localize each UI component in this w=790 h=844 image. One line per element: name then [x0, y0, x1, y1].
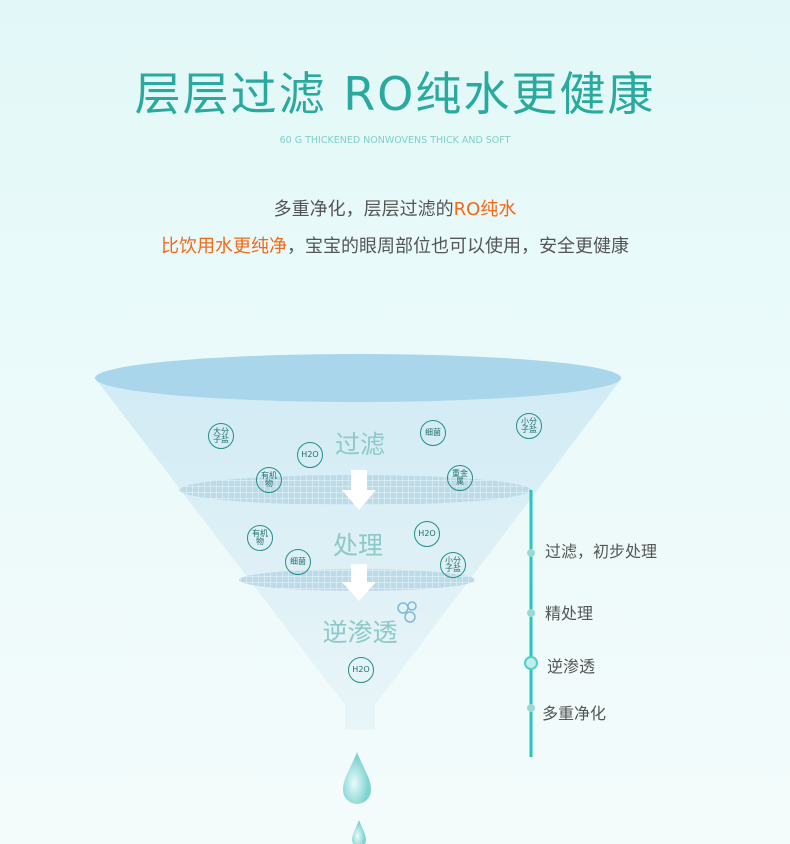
line2-text: ，宝宝的眼周部位也可以使用，安全更健康: [287, 236, 629, 257]
timeline-label: 精处理: [545, 604, 594, 623]
particle-big-salt: 大分子盐: [208, 423, 234, 449]
timeline-active-dot: [524, 656, 538, 670]
arrow-icon: [342, 470, 376, 510]
particle-organic: 有机物: [256, 467, 282, 493]
arrow-icon: [342, 564, 376, 601]
water-drop-icon: [343, 752, 371, 804]
subtitle: 60 G THICKENED NONWOVENS THICK AND SOFT: [279, 135, 511, 146]
line2-highlight: 比饮用水更纯净: [161, 236, 287, 257]
water-drop-icon: [352, 820, 366, 844]
particle-bacteria: 细菌: [285, 549, 311, 575]
timeline-label: 过滤，初步处理: [545, 542, 658, 561]
timeline-label: 逆渗透: [547, 657, 596, 676]
timeline-label: 多重净化: [542, 704, 607, 723]
page-title: 层层过滤 RO纯水更健康: [134, 67, 656, 121]
particle-water: H2O: [348, 657, 374, 683]
description-line-2: 比饮用水更纯净，宝宝的眼周部位也可以使用，安全更健康: [0, 232, 790, 258]
line1-highlight: RO纯水: [453, 199, 517, 220]
particle-small-salt: 小分子盐: [440, 552, 466, 578]
particle-small-salt: 小分子盐: [516, 413, 542, 439]
description-line-1: 多重净化，层层过滤的RO纯水: [0, 195, 790, 221]
stage-filter: 过滤: [334, 430, 385, 459]
particle-bacteria: 细菌: [420, 420, 446, 446]
funnel-top: [95, 354, 621, 402]
bubbles-icon: [397, 601, 417, 623]
stage-process: 处理: [332, 531, 383, 560]
particle-organic: 有机物: [247, 525, 273, 551]
funnel-body: [95, 378, 622, 730]
particle-heavy-metal: 重金属: [447, 465, 473, 491]
stage-reverse-osmosis: 逆渗透: [322, 618, 398, 647]
particle-water: H2O: [414, 521, 440, 547]
line1-text: 多重净化，层层过滤的: [273, 199, 454, 220]
particle-water: H2O: [297, 442, 323, 468]
